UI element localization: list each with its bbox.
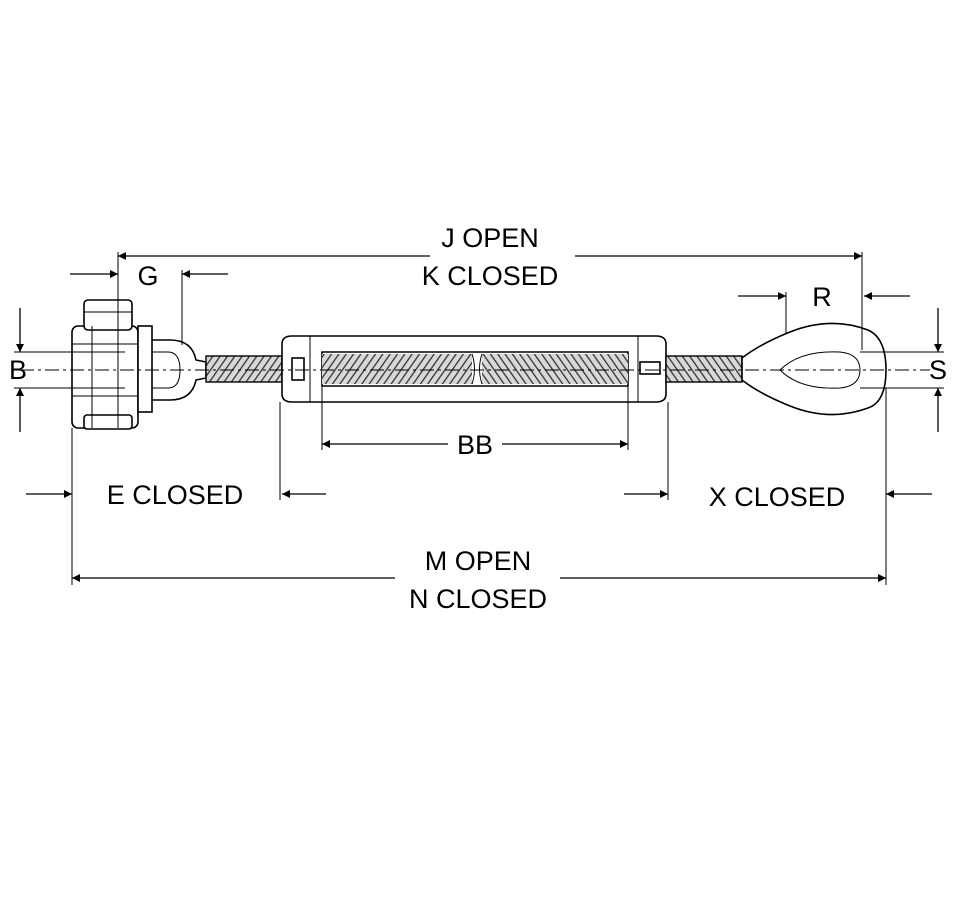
turnbuckle-body bbox=[281, 335, 667, 403]
jaw-end bbox=[71, 299, 207, 430]
body-thread-left bbox=[322, 354, 472, 384]
dimension-e-closed: E CLOSED bbox=[26, 402, 326, 585]
eye-end bbox=[741, 322, 887, 416]
label-e-closed: E CLOSED bbox=[107, 480, 244, 510]
dimension-g: G bbox=[70, 261, 228, 345]
dimension-m-n: M OPEN N CLOSED bbox=[72, 546, 886, 614]
right-threaded-rod bbox=[665, 355, 743, 383]
dimension-bb: BB bbox=[321, 386, 629, 460]
label-n-closed: N CLOSED bbox=[409, 584, 547, 614]
label-j-open: J OPEN bbox=[441, 223, 539, 253]
body-thread-right bbox=[482, 354, 628, 384]
label-s: S bbox=[929, 355, 947, 385]
label-b: B bbox=[9, 355, 27, 385]
dimension-s: S bbox=[860, 308, 947, 432]
dimension-b: B bbox=[9, 308, 125, 432]
label-g: G bbox=[137, 261, 158, 291]
dimension-r: R bbox=[738, 282, 910, 334]
label-bb: BB bbox=[457, 430, 493, 460]
dimension-x-closed: X CLOSED bbox=[624, 388, 932, 585]
left-threaded-rod bbox=[205, 355, 283, 383]
label-m-open: M OPEN bbox=[425, 546, 532, 576]
label-r: R bbox=[812, 282, 832, 312]
dimension-j-k: J OPEN K CLOSED bbox=[117, 223, 863, 350]
label-x-closed: X CLOSED bbox=[709, 482, 846, 512]
label-k-closed: K CLOSED bbox=[422, 261, 559, 291]
